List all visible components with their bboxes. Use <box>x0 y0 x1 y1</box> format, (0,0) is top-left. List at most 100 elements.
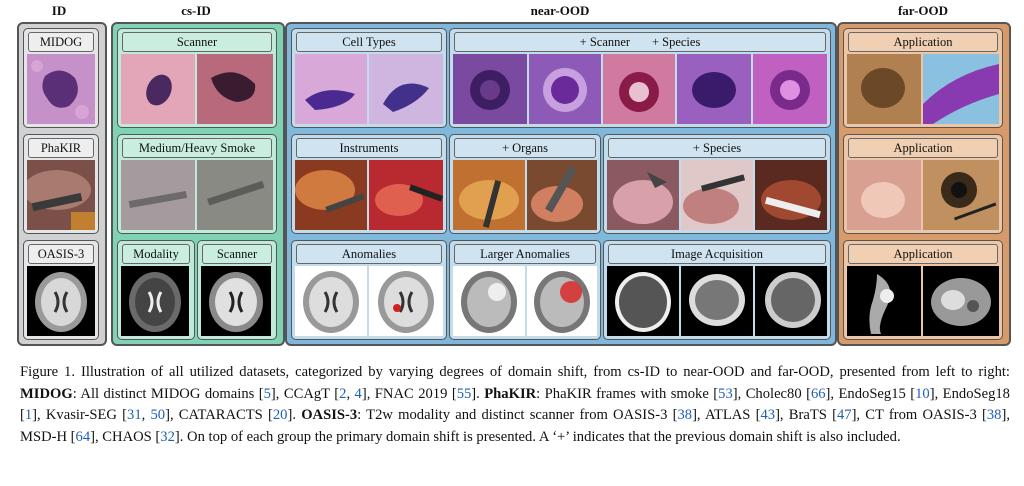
caption-text: ], BraTS [ <box>775 407 837 423</box>
image-species-2 <box>681 160 753 230</box>
caption-text: ]. <box>287 407 302 423</box>
caption-text: , <box>141 407 151 423</box>
image-scanner2 <box>201 266 271 336</box>
image-midog <box>27 54 95 124</box>
label-organs: + Organs <box>454 138 596 158</box>
caption-text: ], CCAgT [ <box>270 385 340 402</box>
cell-larger-anomalies: Larger Anomalies <box>449 240 601 340</box>
label-scanner2: Scanner <box>202 244 272 264</box>
image-app3-1 <box>847 266 921 336</box>
label-midog: MIDOG <box>28 32 94 52</box>
label-anomalies: Anomalies <box>296 244 442 264</box>
citation-link[interactable]: 64 <box>75 428 91 445</box>
image-organs-1 <box>453 160 525 230</box>
citation-link[interactable]: 43 <box>760 407 776 423</box>
caption-fig: Figure 1. <box>20 364 75 380</box>
image-app1-1 <box>847 54 921 124</box>
label-image-acquisition: Image Acquisition <box>608 244 826 264</box>
group-title-id: ID <box>51 3 67 18</box>
caption-text: Illustration of all utilized datasets, c… <box>80 364 1010 380</box>
label-app2: Application <box>848 138 998 158</box>
citation-link[interactable]: 32 <box>160 428 175 445</box>
citation-link[interactable]: 50 <box>150 407 166 423</box>
image-instruments-2 <box>369 160 443 230</box>
caption-text: ], CHAOS [ <box>90 428 161 445</box>
citation-link[interactable]: 47 <box>836 407 852 423</box>
label-modality: Modality <box>122 244 190 264</box>
cell-image-acquisition: Image Acquisition <box>603 240 831 340</box>
image-scanner-2 <box>197 54 273 124</box>
image-app1-2 <box>923 54 999 124</box>
cell-oasis: OASIS-3 <box>23 240 99 340</box>
caption-text: ]. On top of each group the primary doma… <box>174 428 901 445</box>
image-scanner-1 <box>121 54 195 124</box>
group-nearood: Cell Types + Scanner + Species Instrumen… <box>285 22 837 346</box>
caption-bold-phakir: PhaKIR <box>484 385 537 402</box>
caption-text: : T2w modality and distinct scanner from… <box>357 407 678 423</box>
image-anomalies-2 <box>369 266 443 336</box>
label-larger-anomalies: Larger Anomalies <box>454 244 596 264</box>
image-ss-1 <box>453 54 527 124</box>
citation-link[interactable]: 66 <box>810 385 826 402</box>
caption-text: : PhaKIR frames with smoke [ <box>536 385 719 402</box>
image-app3-2 <box>923 266 999 336</box>
citation-link[interactable]: 10 <box>915 385 930 402</box>
caption-text: : All distinct MIDOG domains [ <box>72 385 264 402</box>
citation-link[interactable]: 20 <box>272 407 288 423</box>
image-celltypes-1 <box>295 54 367 124</box>
citation-link[interactable]: 2 <box>339 385 347 402</box>
image-app2-1 <box>847 160 921 230</box>
image-acq-1 <box>607 266 679 336</box>
label-app3: Application <box>848 244 998 264</box>
label-oasis: OASIS-3 <box>28 244 94 264</box>
group-title-csid: cs-ID <box>181 3 211 18</box>
caption-text: , <box>346 385 355 402</box>
cell-scanner2: Scanner <box>197 240 277 340</box>
citation-link[interactable]: 55 <box>456 385 472 402</box>
image-species-3 <box>755 160 827 230</box>
citation-link[interactable]: 31 <box>127 407 142 423</box>
label-smoke: Medium/Heavy Smoke <box>122 138 272 158</box>
image-ss-3 <box>603 54 675 124</box>
group-farood: Application Application Application <box>837 22 1011 346</box>
caption-text: ]. <box>471 385 485 402</box>
image-modality <box>121 266 189 336</box>
label-scanner: Scanner <box>122 32 272 52</box>
image-acq-3 <box>755 266 827 336</box>
cell-celltypes: Cell Types <box>291 28 447 128</box>
caption-text: ], MSD-H [ <box>20 407 1010 445</box>
image-ss-5 <box>753 54 827 124</box>
group-id: MIDOG PhaKIR OASIS-3 <box>17 22 107 346</box>
citation-link[interactable]: 53 <box>718 385 733 402</box>
cell-scanner-species: + Scanner + Species <box>449 28 831 128</box>
caption-text: ], CATARACTS [ <box>165 407 273 423</box>
image-app2-2 <box>923 160 999 230</box>
cell-instruments: Instruments <box>291 134 447 234</box>
image-smoke-1 <box>121 160 195 230</box>
caption-text: ], Kvasir-SEG [ <box>32 407 128 423</box>
group-title-farood: far-OOD <box>897 3 949 18</box>
caption-text: ], FNAC 2019 [ <box>361 385 457 402</box>
caption-text: ], EndoSeg18 [ <box>20 385 1010 424</box>
image-organs-2 <box>527 160 597 230</box>
image-species-1 <box>607 160 679 230</box>
cell-modality: Modality <box>117 240 195 340</box>
group-csid: Scanner Medium/Heavy Smoke Modality Scan… <box>111 22 285 346</box>
cell-app2: Application <box>843 134 1003 234</box>
cell-organs: + Organs <box>449 134 601 234</box>
citation-link[interactable]: 38 <box>986 407 1002 423</box>
cell-phakir: PhaKIR <box>23 134 99 234</box>
image-phakir <box>27 160 95 230</box>
citation-link[interactable]: 5 <box>263 385 271 402</box>
cell-smoke: Medium/Heavy Smoke <box>117 134 277 234</box>
image-celltypes-2 <box>369 54 443 124</box>
group-title-nearood: near-OOD <box>530 3 590 18</box>
label-scanner-species: + Scanner + Species <box>454 32 826 52</box>
label-phakir: PhaKIR <box>28 138 94 158</box>
citation-link[interactable]: 4 <box>354 385 362 402</box>
label-species: + Species <box>608 138 826 158</box>
citation-link[interactable]: 38 <box>677 407 693 423</box>
image-anomalies-1 <box>295 266 367 336</box>
citation-link[interactable]: 1 <box>24 407 33 423</box>
cell-scanner: Scanner <box>117 28 277 128</box>
